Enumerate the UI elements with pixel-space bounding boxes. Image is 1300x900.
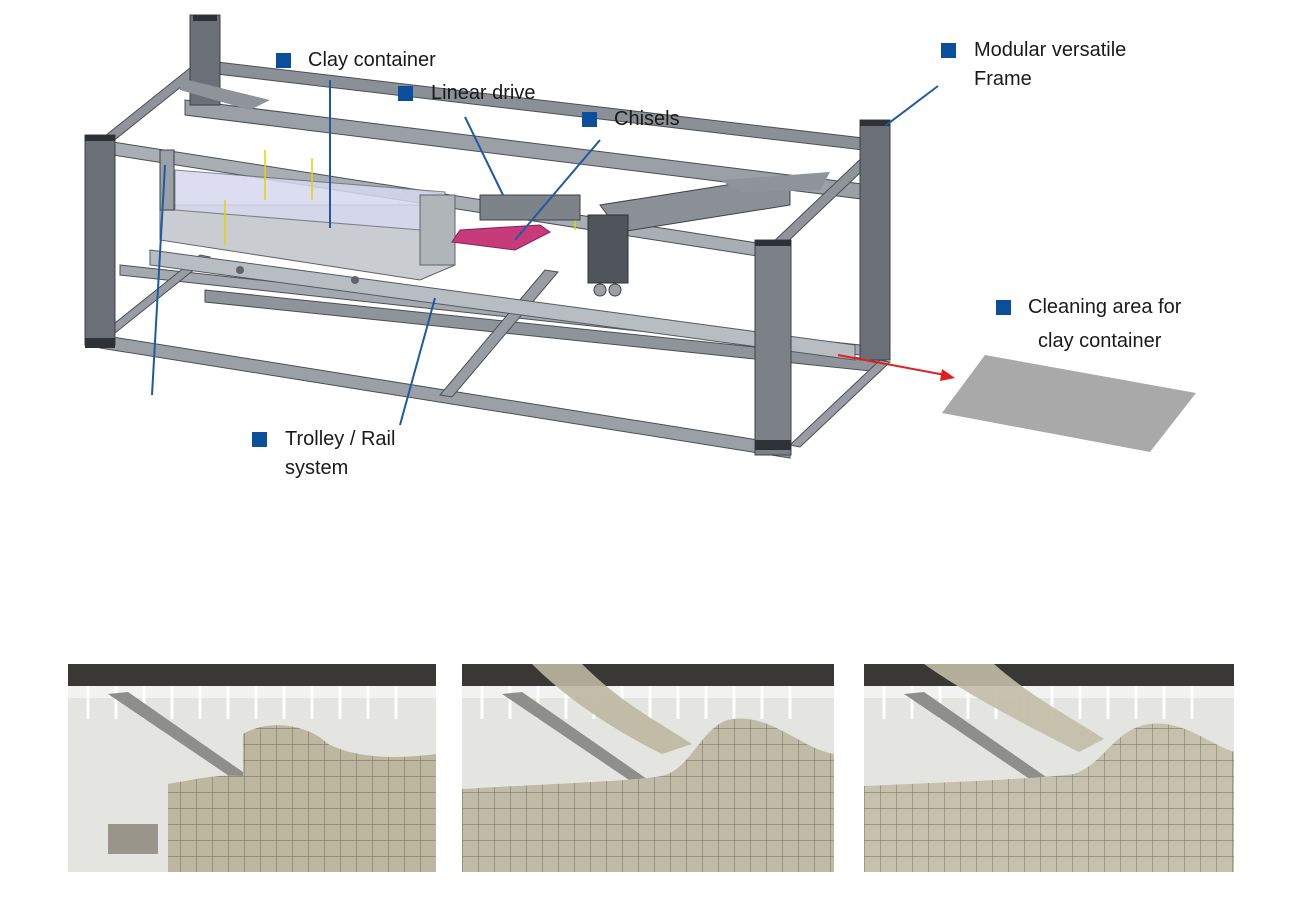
chisel-model [451,224,551,251]
cleaning-arrow [837,354,955,381]
label-trolley-line1: Trolley / Rail [285,428,396,450]
cleaning-area-plate [942,355,1196,452]
photo-stage-2 [462,664,834,872]
frame-structure [84,14,892,459]
label-frame-line1: Modular versatile [974,39,1127,61]
bullet-cleaning [996,300,1011,315]
label-chisels: Chisels [614,108,680,130]
photo-stage-3 [864,664,1234,872]
bullet-chisels [582,112,597,127]
label-clay-container: Clay container [308,49,436,71]
photo-stage-1 [68,664,436,872]
bullet-trolley [252,432,267,447]
bullet-linear-drive [398,86,413,101]
clay-container-model [159,150,576,284]
bullet-clay-container [276,53,291,68]
label-linear-drive: Linear drive [431,82,536,104]
label-trolley-line2: system [285,457,349,479]
label-cleaning-line1: Cleaning area for [1028,296,1182,318]
bullet-frame [941,43,956,58]
label-frame-line2: Frame [974,68,1032,90]
linear-drive-model [180,78,830,297]
apparatus-diagram [84,14,1196,459]
label-cleaning-line2: clay container [1038,330,1162,352]
leader-lines [151,80,939,426]
